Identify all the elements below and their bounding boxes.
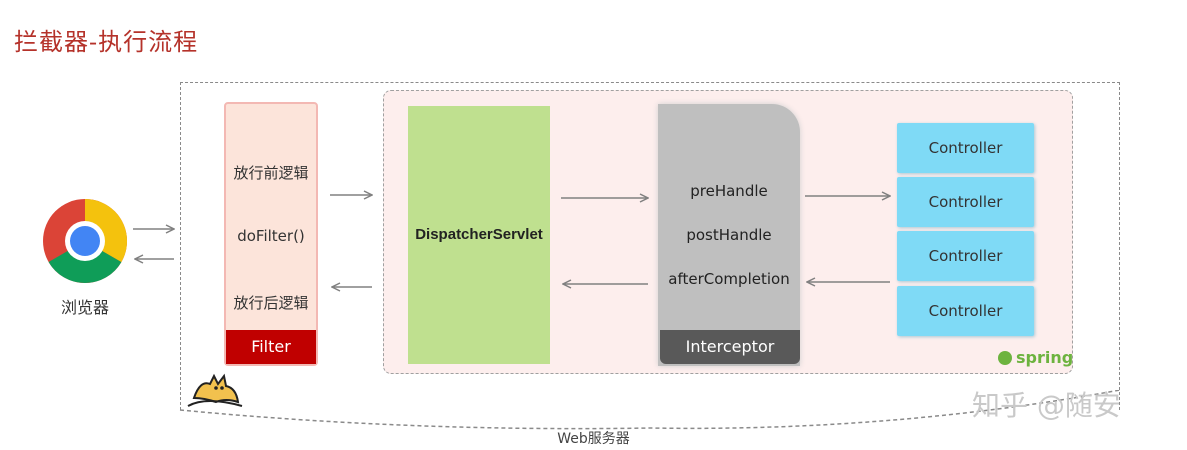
controller-box: Controller: [897, 231, 1034, 281]
controller-box: Controller: [897, 123, 1034, 173]
page-title: 拦截器-执行流程: [14, 28, 199, 56]
filter-column: [224, 102, 318, 366]
interceptor-aftercompletion: afterCompletion: [668, 270, 790, 288]
dispatcher-servlet-label: DispatcherServlet: [415, 226, 543, 243]
interceptor-prehandle: preHandle: [690, 182, 768, 200]
filter-after-text: 放行后逻辑: [233, 294, 309, 312]
interceptor-box: [658, 104, 800, 366]
watermark: 知乎 @随安: [972, 389, 1121, 422]
spring-logo-text: spring: [1016, 348, 1074, 367]
dispatcher-servlet-box: [408, 106, 550, 364]
filter-before-text: 放行前逻辑: [233, 164, 309, 182]
filter-call-text: doFilter(): [237, 227, 305, 245]
web-server-boundary: [180, 82, 1120, 410]
interceptor-posthandle: postHandle: [686, 226, 772, 244]
web-server-label: Web服务器: [557, 431, 630, 447]
controller-box: Controller: [897, 286, 1034, 336]
browser-label: 浏览器: [60, 298, 109, 317]
tomcat-logo-icon: [187, 373, 243, 407]
interceptor-tag: Interceptor: [660, 330, 800, 364]
web-server-brace: [179, 390, 1121, 430]
filter-tag: Filter: [226, 330, 316, 364]
spring-leaf-icon: [998, 351, 1012, 365]
controller-box: Controller: [897, 177, 1034, 227]
chrome-browser-icon: [43, 198, 128, 284]
